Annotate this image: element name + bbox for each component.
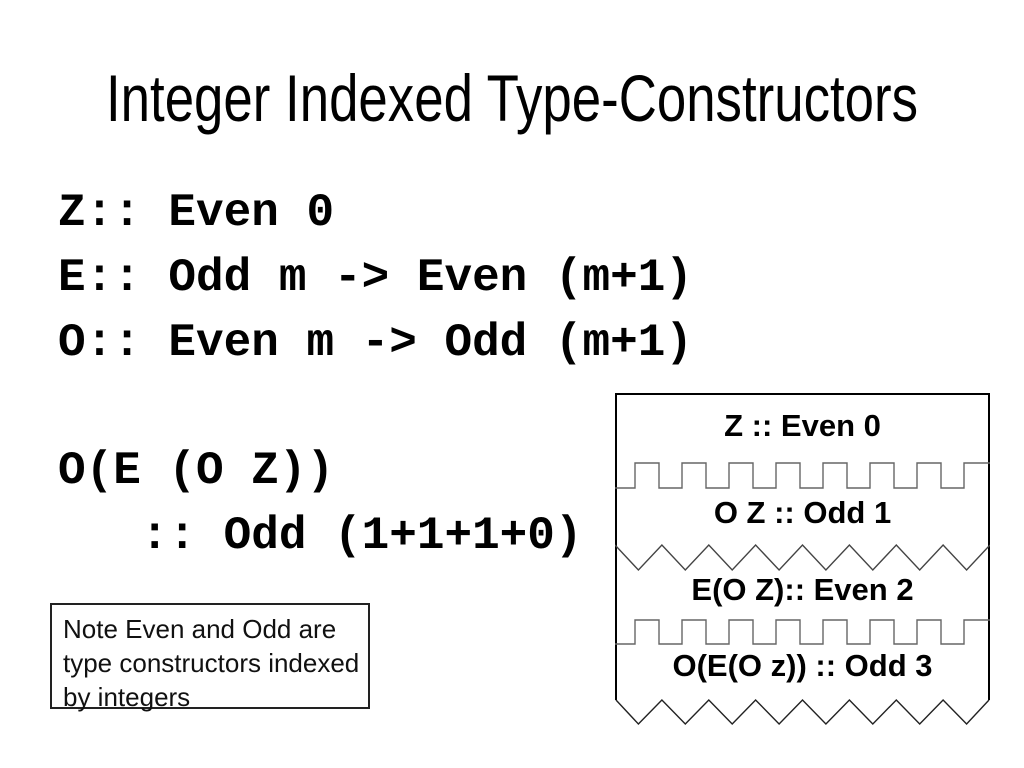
zigzag-divider xyxy=(615,543,990,572)
code-line: :: Odd (1+1+1+0) xyxy=(58,510,583,562)
zigzag-bottom-edge xyxy=(615,698,990,725)
slide-title: Integer Indexed Type-Constructors xyxy=(105,61,919,135)
type-stack-diagram: Z :: Even 0 O Z :: Odd 1 E(O Z):: Even 2… xyxy=(615,393,990,725)
note-box: Note Even and Odd are type constructors … xyxy=(50,603,370,712)
note-line: type constructors indexed xyxy=(63,648,360,678)
square-wave-divider xyxy=(615,462,990,489)
code-line: Z:: Even 0 xyxy=(58,187,335,239)
diagram-row-label: O(E(O z)) :: Odd 3 xyxy=(672,648,933,683)
note-line: Note Even and Odd are xyxy=(63,614,337,644)
diagram-row-label: E(O Z):: Even 2 xyxy=(691,572,914,607)
code-line: O:: Even m -> Odd (m+1) xyxy=(58,317,693,369)
code-block: Z:: Even 0 E:: Odd m -> Even (m+1) O:: E… xyxy=(58,181,693,569)
square-wave-divider xyxy=(615,619,990,645)
code-line: E:: Odd m -> Even (m+1) xyxy=(58,252,693,304)
diagram-row-label: O Z :: Odd 1 xyxy=(713,495,892,530)
code-line: O(E (O Z)) xyxy=(58,445,335,497)
diagram-row-label: Z :: Even 0 xyxy=(724,408,881,443)
note-line: by integers xyxy=(63,682,191,712)
diagram-outline-svg xyxy=(615,393,990,725)
